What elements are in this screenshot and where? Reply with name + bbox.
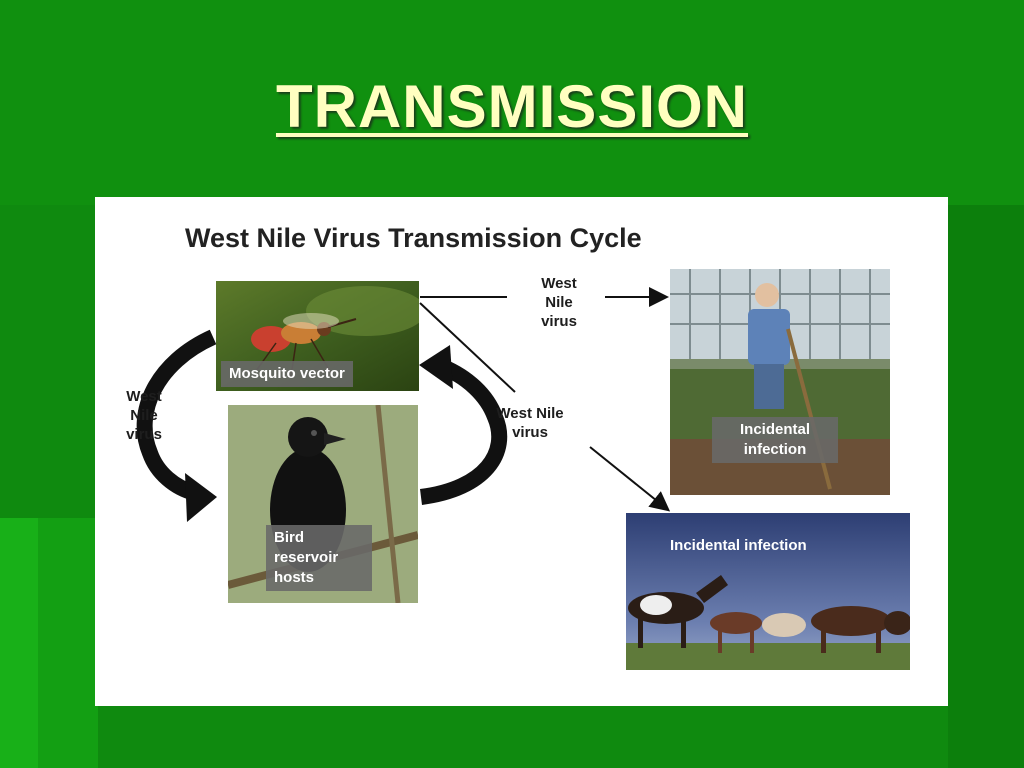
- transmission-diagram: West Nile Virus Transmission Cycle Mosqu…: [95, 197, 948, 706]
- horses-photo: Incidental infection: [626, 513, 910, 670]
- diagram-title: West Nile Virus Transmission Cycle: [185, 223, 642, 253]
- top-virus-label: West Nile virus: [521, 274, 597, 331]
- left-label-line1: West: [126, 388, 162, 405]
- human-caption: Incidental infection: [712, 417, 838, 463]
- bird-caption: Bird reservoir hosts: [266, 525, 372, 591]
- cycle-arrows: [136, 287, 671, 522]
- human-caption-line1: Incidental: [739, 421, 810, 438]
- mosquito-caption: Mosquito vector: [221, 361, 353, 387]
- arrow-head-left: [185, 473, 217, 522]
- left-label-line2: Nile: [130, 407, 158, 424]
- bird-caption-line2: reservoir: [274, 549, 339, 566]
- mosquito-illustration: [216, 281, 419, 391]
- top-label-line2: Nile: [545, 294, 573, 311]
- background-panel-right: [948, 205, 1024, 768]
- mosquito-photo: Mosquito vector: [216, 281, 419, 391]
- background-panel-left: [0, 518, 38, 768]
- left-virus-label: West Nile virus: [109, 387, 179, 444]
- slide-title: TRANSMISSION: [275, 73, 749, 140]
- bird-caption-line1: Bird: [274, 529, 304, 546]
- bird-photo: Bird reservoir hosts: [228, 405, 418, 603]
- left-label-line3: virus: [126, 426, 162, 443]
- top-label-line1: West: [541, 275, 577, 292]
- bird-caption-line3: hosts: [274, 569, 315, 586]
- human-caption-line2: infection: [743, 441, 807, 458]
- arrow-head-right: [419, 345, 453, 389]
- middle-label-line2: virus: [512, 424, 548, 441]
- horses-caption: Incidental infection: [670, 537, 807, 554]
- background-band: [0, 0, 1024, 205]
- background-panel-mid: [38, 518, 98, 768]
- human-photo: Incidental infection: [670, 269, 890, 495]
- top-label-line3: virus: [541, 313, 577, 330]
- horses-illustration: [626, 513, 910, 670]
- arrow-bird-to-mosquito: [419, 359, 508, 505]
- crow-illustration: [228, 405, 418, 603]
- arrow-mosquito-to-bird: [136, 329, 217, 501]
- middle-label-line1: West Nile: [496, 405, 564, 422]
- middle-virus-label: West Nile virus: [475, 404, 585, 442]
- arrow-diagonal-upper: [419, 302, 516, 393]
- arrow-to-horses: [589, 446, 671, 512]
- gardener-illustration: [670, 269, 890, 495]
